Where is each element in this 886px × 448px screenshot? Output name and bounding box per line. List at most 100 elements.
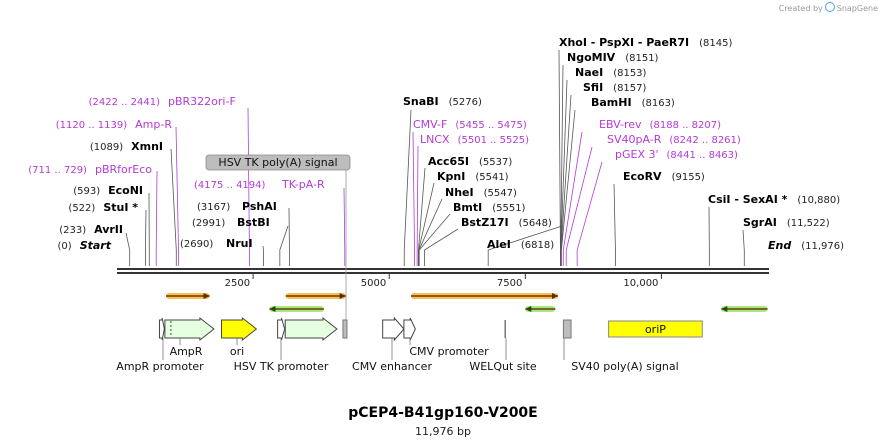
- enzyme-position-avrii: (233): [59, 225, 86, 236]
- primer-label-sv40pa-r: SV40pA-R: [607, 133, 662, 146]
- ruler-tick-label: 5000: [361, 278, 386, 289]
- feature-cmv-promoter: [403, 317, 416, 341]
- credit-brand: SnapGene: [836, 4, 878, 13]
- feature-label-orip: oriP: [645, 323, 666, 336]
- orf-arrowhead: [203, 293, 210, 299]
- primer-position-amp-r: (1120 .. 1139): [56, 120, 128, 131]
- site-connector-xhoi: [558, 49, 561, 266]
- feature-cmv-enhancer: [382, 316, 405, 342]
- site-connector-lncx: [416, 145, 419, 266]
- enzyme-label-sfii: SfiI: [583, 81, 603, 94]
- snapgene-logo-icon: [824, 2, 835, 12]
- enzyme-position-ecorv: (9155): [672, 172, 705, 183]
- enzyme-label-acc65i: Acc65I: [428, 155, 469, 168]
- enzyme-position-start: (0): [58, 241, 72, 252]
- primer-label-pbrforeco: pBRforEco: [95, 163, 152, 176]
- primer-position-tk-pa-r: (4175 .. 4194): [194, 180, 266, 191]
- primer-label-ebv-rev: EBV-rev: [599, 118, 642, 131]
- site-connector-pbrforeco: [155, 170, 158, 266]
- feature-sv40-poly-a-signal: [562, 319, 572, 339]
- enzyme-position-csii: (10,880): [797, 195, 840, 206]
- enzyme-position-end: (11,976): [801, 241, 844, 252]
- feature-label-ori: ori: [230, 345, 244, 358]
- enzyme-label-pshai: PshAI: [242, 200, 277, 213]
- site-connector-sgrai: [742, 229, 745, 266]
- site-connector-ecorv: [613, 183, 616, 266]
- primer-label-pbr322ori-f: pBR322ori-F: [168, 95, 236, 108]
- enzyme-label-econi: EcoNI: [108, 184, 143, 197]
- site-connector-snabi: [403, 109, 412, 266]
- enzyme-position-sgrai: (11,522): [787, 218, 830, 229]
- hsv-tk-polya-box: [205, 154, 351, 171]
- enzyme-label-ngomiv: NgoMIV: [567, 51, 616, 64]
- enzyme-position-alei: (6818): [521, 240, 554, 251]
- ruler-tick-label: 10,000: [623, 278, 658, 289]
- enzyme-label-sgrai: SgrAI: [743, 216, 777, 229]
- enzyme-label-avrii: AvrII: [94, 223, 123, 236]
- feature-ori: [221, 316, 258, 342]
- enzyme-position-ngomiv: (8151): [625, 53, 658, 64]
- enzyme-label-nrui: NruI: [226, 237, 253, 250]
- primer-label-pgex-3: pGEX 3': [615, 148, 659, 161]
- enzyme-position-econi: (593): [73, 186, 100, 197]
- plasmid-title: pCEP4-B41gp160-V200E: [348, 405, 538, 421]
- orf-arrowhead: [551, 293, 558, 299]
- enzyme-position-xhoi: (8145): [699, 38, 732, 49]
- enzyme-label-naei: NaeI: [575, 66, 603, 79]
- primer-position-lncx: (5501 .. 5525): [458, 135, 530, 146]
- orf-arrowhead: [269, 306, 276, 312]
- feature-label-cmv-enhancer: CMV enhancer: [352, 360, 432, 373]
- plasmid-length: 11,976 bp: [415, 425, 471, 438]
- site-connector-kpni: [418, 182, 435, 266]
- enzyme-label-bstz17i: BstZ17I: [461, 216, 509, 229]
- site-connector-bstbi: [279, 225, 289, 266]
- orf-arrowhead: [525, 306, 532, 312]
- site-connector-avrii: [125, 232, 131, 266]
- ruler-tick-label: 2500: [225, 278, 250, 289]
- enzyme-label-nhei: NheI: [445, 186, 474, 199]
- primer-position-ebv-rev: (8188 .. 8207): [650, 120, 722, 131]
- enzyme-label-bstbi: BstBI: [237, 216, 270, 229]
- backbone-top-strand: [117, 268, 769, 270]
- enzyme-position-bmti: (5551): [492, 203, 525, 214]
- hsv-tk-polya-callout: HSV TK poly(A) signal: [205, 154, 351, 171]
- site-connector-tk-pa-r: [343, 187, 346, 266]
- feature-label-sv40-poly-a-signal: SV40 poly(A) signal: [571, 360, 678, 373]
- feature-label-cmv-promoter: CMV promoter: [409, 345, 489, 358]
- enzyme-label-xmni: XmnI: [131, 140, 163, 153]
- primer-label-amp-r: Amp-R: [135, 118, 172, 131]
- primer-position-pbr322ori-f: (2422 .. 2441): [89, 97, 161, 108]
- ruler-tick-label: 7500: [497, 278, 522, 289]
- hsv-tk-polya-label: HSV TK poly(A) signal: [218, 156, 337, 169]
- backbone-bottom-strand: [117, 272, 769, 274]
- enzyme-position-xmni: (1089): [90, 142, 123, 153]
- site-connector-amp-r: [175, 126, 179, 266]
- site-connector-sv40pa-r: [565, 146, 593, 266]
- primer-position-cmv-f: (5455 .. 5475): [455, 120, 527, 131]
- feature-label-ampr-promoter: AmpR promoter: [116, 360, 204, 373]
- site-connector-bamhi: [561, 109, 576, 266]
- enzyme-position-bamhi: (8163): [642, 98, 675, 109]
- site-connector-ebv-rev: [562, 131, 583, 266]
- snapgene-credit: Created by SnapGene: [779, 2, 878, 13]
- primer-label-cmv-f: CMV-F: [413, 118, 447, 131]
- feature-label-hsv-tk-promoter: HSV TK promoter: [234, 360, 329, 373]
- enzyme-position-kpni: (5541): [475, 172, 508, 183]
- site-connector-bmti: [418, 213, 451, 266]
- site-connector-stui: [145, 209, 147, 266]
- enzyme-position-naei: (8153): [613, 68, 646, 79]
- enzyme-position-acc65i: (5537): [479, 157, 512, 168]
- site-connector-bstz17i: [424, 228, 459, 266]
- orf-arrowhead: [721, 306, 728, 312]
- primer-position-pgex-3: (8441 .. 8463): [667, 150, 739, 161]
- enzyme-label-snabi: SnaBI: [403, 95, 439, 108]
- enzyme-label-start: Start: [80, 239, 112, 252]
- enzyme-position-sfii: (8157): [613, 83, 646, 94]
- credit-text: Created by: [778, 4, 823, 13]
- site-connector-alei: [487, 225, 563, 266]
- site-connector-xmni: [170, 148, 177, 266]
- enzyme-position-nhei: (5547): [484, 188, 517, 199]
- enzyme-label-stui: StuI *: [103, 201, 138, 214]
- enzyme-position-bstz17i: (5648): [519, 218, 552, 229]
